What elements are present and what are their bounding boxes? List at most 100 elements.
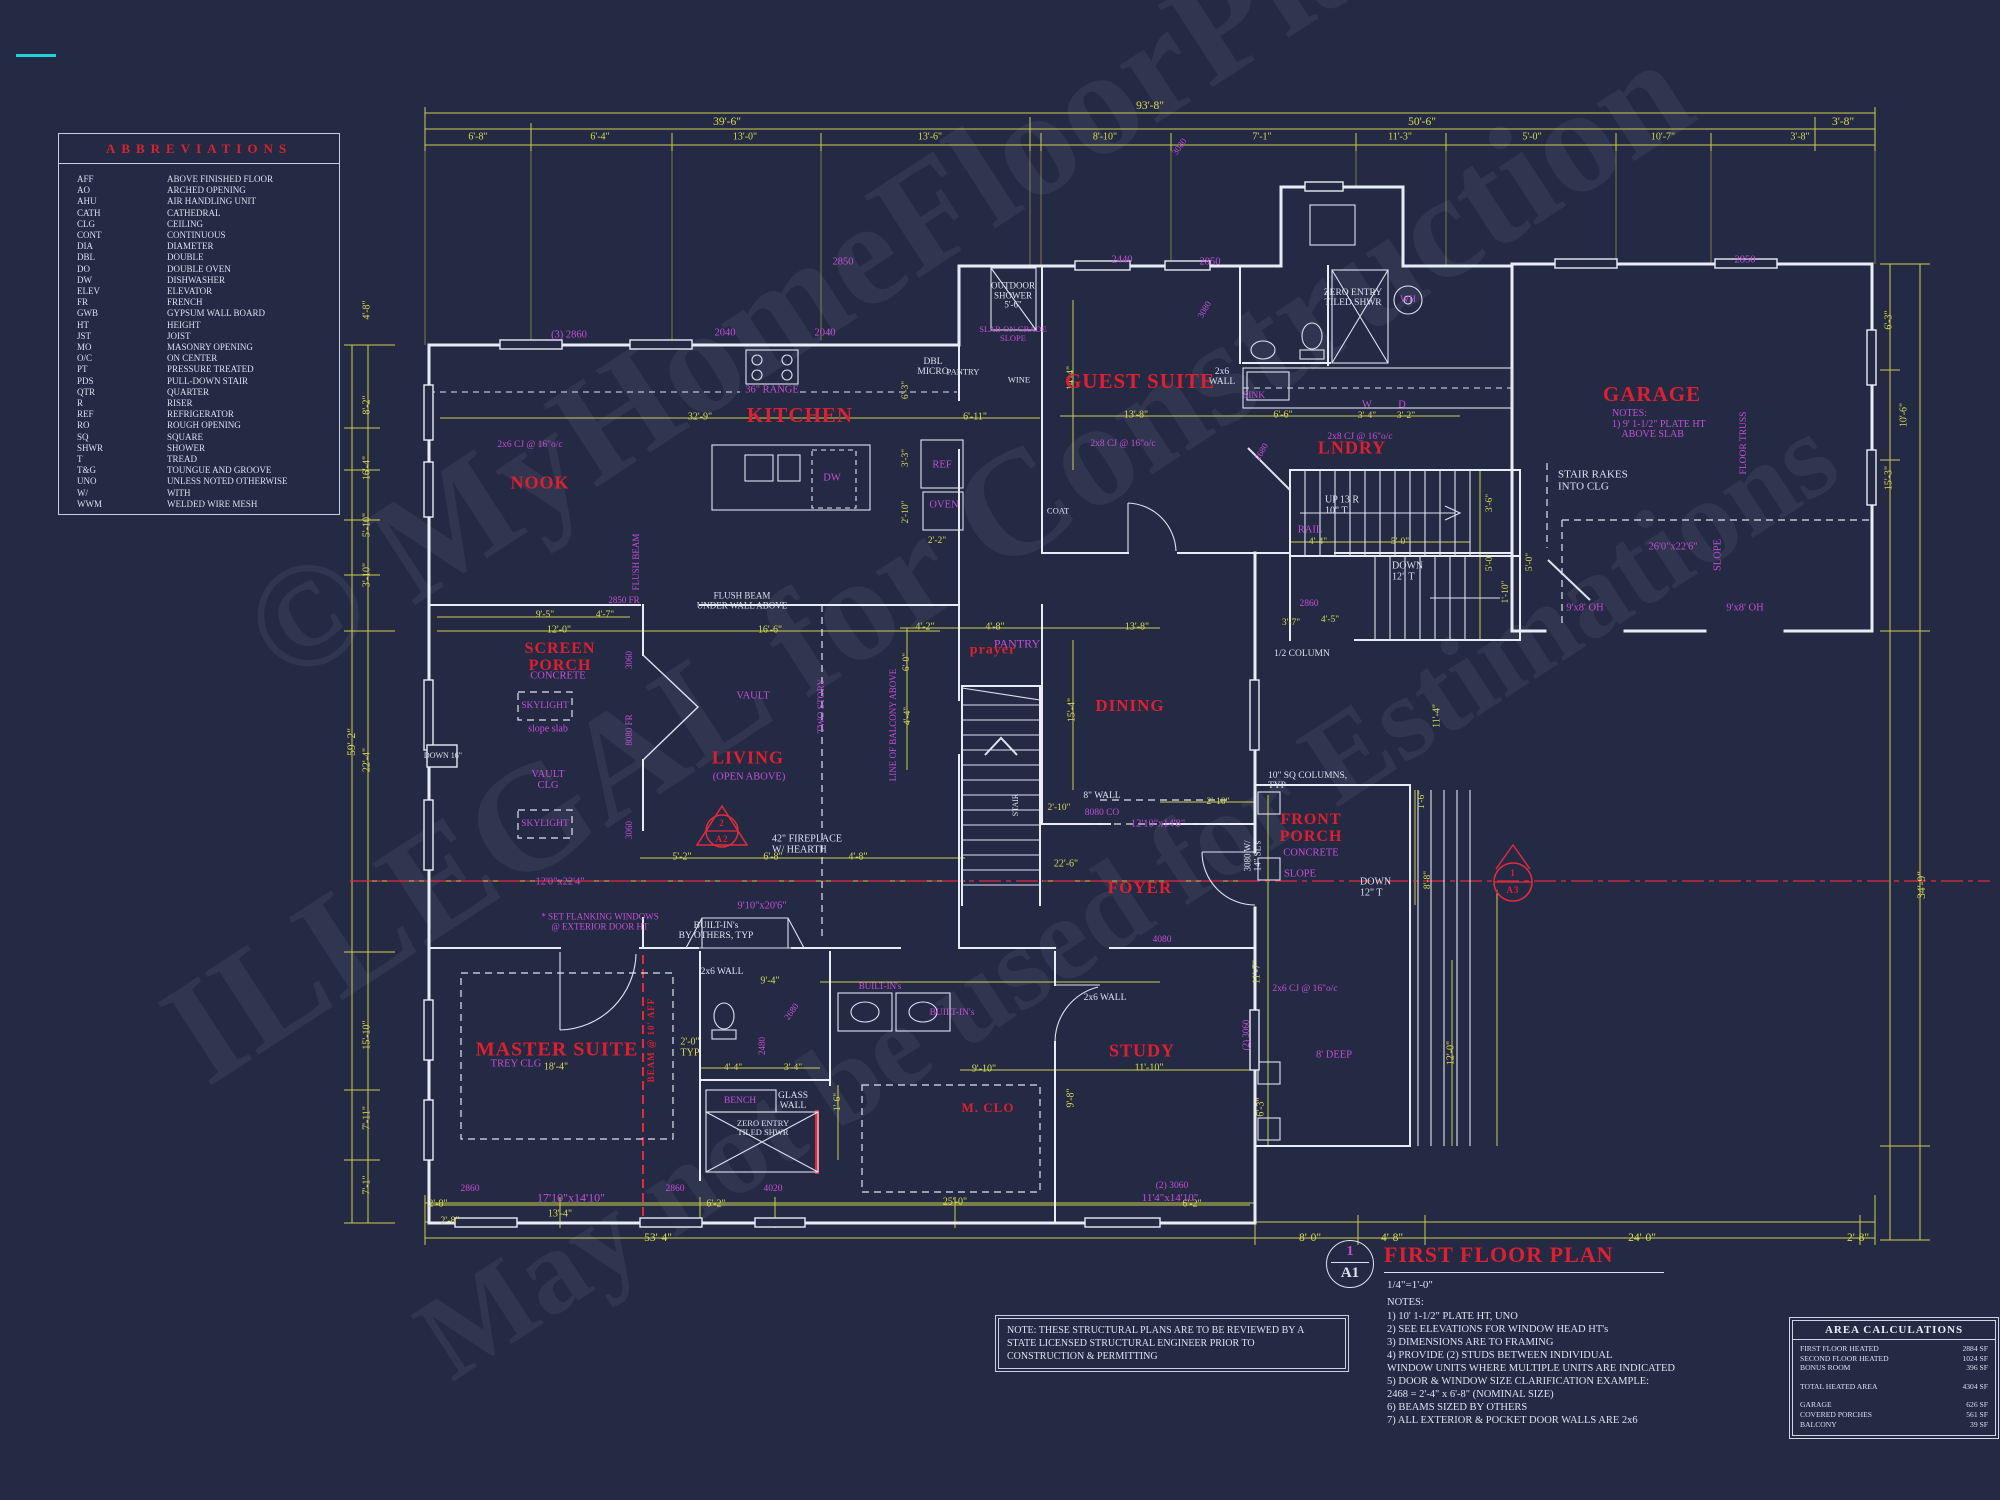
plan-annotation: VAULT: [736, 690, 770, 702]
plan-annotation: 24'-0": [1628, 1231, 1656, 1244]
plan-annotation: 13'-8": [1124, 621, 1150, 633]
plan-annotation: 8080 CO: [1084, 807, 1120, 818]
plan-annotation: DOWN 12" T: [1360, 876, 1392, 898]
plan-annotation: 6'-8": [468, 131, 488, 143]
plan-annotation: A3: [1506, 885, 1520, 896]
plan-annotation: 2860: [1299, 598, 1319, 609]
plan-annotation: 32'-9": [687, 411, 713, 423]
plan-annotation: 9'-10": [971, 1063, 997, 1075]
plan-annotation: DOWN 16": [423, 750, 463, 760]
plan-annotation: 2'-10": [1047, 802, 1071, 813]
plan-annotation: CONCRETE: [530, 670, 586, 682]
area-calculations-title: AREA CALCULATIONS: [1793, 1321, 1995, 1340]
plan-annotation: (2) 3060: [1155, 1180, 1189, 1191]
plan-annotation: 4080: [1152, 934, 1172, 945]
plan-annotation: 6'-2": [706, 1198, 726, 1210]
plan-annotation: 9'-5": [535, 609, 555, 620]
plan-annotation: BENCH: [723, 1095, 757, 1106]
plan-annotation: 2040: [814, 327, 836, 339]
plan-annotation: BUILT-IN's: [858, 981, 902, 992]
plan-annotation: 42" FIREPLACE W/ HEARTH: [772, 833, 842, 855]
plan-annotation: 2480: [757, 1037, 768, 1055]
plan-annotation: 9'10"x20'6": [737, 900, 787, 912]
plan-annotation: 2680: [782, 1001, 801, 1022]
plan-annotation: DW: [823, 472, 841, 484]
plan-annotation: 5'-0": [1390, 536, 1410, 547]
plan-annotation: 26'0"x22'6": [1648, 541, 1698, 553]
plan-annotation: 4'-4": [723, 1062, 743, 1073]
plan-title: FIRST FLOOR PLAN: [1384, 1242, 1614, 1267]
plan-annotation: (OPEN ABOVE): [712, 771, 786, 783]
plan-annotation: 2'-2": [927, 535, 947, 546]
plan-annotation: DINING: [1095, 695, 1165, 715]
plan-annotation: LIVING: [711, 747, 785, 768]
plan-annotation: 9'x8' OH: [1726, 602, 1764, 614]
plan-annotation: ZERO ENTRY TILED SHWR: [1323, 287, 1383, 308]
plan-annotation: SINK: [1242, 390, 1266, 401]
plan-annotation: 2850: [832, 256, 854, 268]
plan-annotation: 7'-11": [361, 1106, 373, 1130]
plan-annotation: PANTRY: [946, 366, 980, 377]
plan-annotation: 2860: [460, 1183, 480, 1194]
plan-annotation: REF: [932, 459, 952, 471]
plan-annotation: 13'-4": [547, 1208, 573, 1220]
plan-annotation: 2'-10": [1206, 796, 1230, 807]
plan-annotation: 7'-1": [361, 1175, 373, 1195]
plan-annotation: 12'0"x22'4": [535, 876, 585, 888]
plan-annotation: prayer: [969, 642, 1017, 658]
plan-annotation: 13'-8": [1123, 409, 1149, 421]
plan-annotation: FLUSH BEAM UNDER WALL ABOVE: [696, 590, 788, 610]
plan-annotation: TREY CLG: [490, 1058, 542, 1070]
plan-annotation: 3080 W/ 14" SL's: [1242, 840, 1262, 872]
plan-annotation: 8080 FR: [624, 714, 635, 746]
plan-annotation: NOOK: [510, 472, 570, 493]
plan-annotation: FRONT PORCH: [1279, 811, 1343, 845]
plan-annotation: 15'-10": [361, 1020, 373, 1050]
structural-note: NOTE: THESE STRUCTURAL PLANS ARE TO BE R…: [995, 1315, 1349, 1372]
plan-annotation: 6'-2": [1182, 1198, 1202, 1210]
abbreviation-row: W/WITH: [77, 487, 191, 498]
plan-annotation: BEAM @ 10' AFF: [646, 997, 657, 1083]
plan-annotation: 9'-4": [760, 975, 780, 987]
plan-annotation: 4'-4": [902, 706, 913, 726]
plan-annotation: 10'-6": [1898, 402, 1910, 428]
plan-annotation: 1'-6": [1416, 790, 1427, 810]
plan-annotation: 11'-7": [1251, 960, 1263, 984]
plan-annotation: BUILT-IN's BY OTHERS, TYP: [678, 920, 754, 941]
plan-annotation: 3060: [624, 651, 635, 669]
plan-annotation: W: [1362, 399, 1372, 411]
plan-annotation: 3'-4": [783, 1062, 803, 1073]
plan-annotation: 25'-0": [942, 1196, 968, 1208]
cyan-accent-mark: [16, 54, 56, 57]
plan-annotation: 12'10"x14'8": [1130, 818, 1186, 830]
plan-annotation: SKYLIGHT: [521, 818, 569, 829]
plan-annotation: 3'-10": [361, 562, 373, 588]
plan-annotation: GARAGE: [1602, 381, 1702, 406]
plan-annotation: 2x6 CJ @ 16"o/c: [1272, 983, 1338, 994]
plan-annotation: 5'-2": [672, 851, 692, 863]
plan-annotation: 13'-6": [917, 131, 943, 143]
plan-annotation: OUTDOOR SHOWER 5'-6": [991, 280, 1035, 310]
plan-annotation: 12'-0": [546, 624, 572, 636]
sheet-marker: 1 A1: [1326, 1240, 1374, 1288]
